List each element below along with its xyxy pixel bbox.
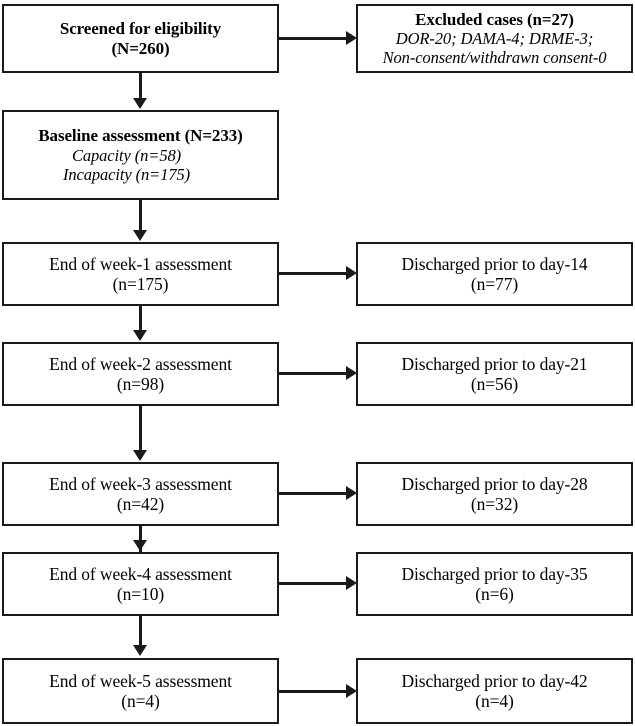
arrowhead-baseline-to-week-1 [133,230,147,241]
node-discharged-week-2: Discharged prior to day-21 (n=56) [356,342,633,406]
arrowhead-screened-to-baseline [133,98,147,109]
discharge-count-week-4: (n=6) [475,584,514,604]
discharge-count-week-3: (n=32) [470,494,519,514]
node-assessment-week-1: End of week-1 assessment (n=175) [2,242,279,306]
connector-baseline-to-week-1 [139,200,142,231]
assessment-count-week-2: (n=98) [116,374,165,394]
connector-screened-to-excluded [278,37,348,40]
node-baseline-line-1: Baseline assessment (N=233) [38,126,243,146]
node-excluded-cases: Excluded cases (n=27) DOR-20; DAMA-4; DR… [356,4,633,73]
arrowhead-week-3-to-discharge [346,486,357,500]
node-excluded-line-3: Non-consent/withdrawn consent-0 [382,48,607,68]
node-excluded-line-2: DOR-20; DAMA-4; DRME-3; [395,29,594,49]
arrowhead-week-2-to-week-3 [133,450,147,461]
connector-screened-to-baseline [139,73,142,99]
assessment-count-week-3: (n=42) [116,494,165,514]
discharge-label-week-2: Discharged prior to day-21 [401,353,588,374]
discharge-label-week-1: Discharged prior to day-14 [401,253,588,274]
node-baseline-line-2: Capacity (n=58) [71,145,182,165]
assessment-label-week-4: End of week-4 assessment [49,563,232,584]
discharge-label-week-3: Discharged prior to day-28 [401,473,588,494]
connector-week-4-to-discharge [278,582,348,585]
node-assessment-week-3: End of week-3 assessment (n=42) [2,462,279,526]
discharge-count-week-2: (n=56) [470,374,519,394]
connector-week-2-to-week-3 [139,406,142,451]
connector-week-2-to-discharge [278,372,348,375]
node-baseline-line-3: Incapacity (n=175) [62,164,191,184]
assessment-count-week-1: (n=175) [112,274,169,294]
assessment-count-week-5: (n=4) [121,691,160,711]
connector-week-1-to-week-2 [139,306,142,331]
node-excluded-line-1: Excluded cases (n=27) [415,9,574,29]
node-baseline-assessment: Baseline assessment (N=233) Capacity (n=… [2,110,279,200]
arrowhead-week-5-to-discharge [346,684,357,698]
assessment-label-week-2: End of week-2 assessment [49,353,232,374]
arrowhead-screened-to-excluded [346,31,357,45]
connector-week-3-to-discharge [278,492,348,495]
discharge-count-week-1: (n=77) [470,274,519,294]
assessment-count-week-4: (n=10) [116,584,165,604]
arrowhead-week-3-to-week-4 [133,540,147,551]
arrowhead-week-4-to-discharge [346,576,357,590]
connector-week-4-to-week-5 [139,616,142,646]
node-assessment-week-4: End of week-4 assessment (n=10) [2,552,279,616]
discharge-label-week-5: Discharged prior to day-42 [401,670,588,691]
node-screened-line-2: (N=260) [111,38,170,58]
node-assessment-week-5: End of week-5 assessment (n=4) [2,658,279,724]
node-screened-for-eligibility: Screened for eligibility (N=260) [2,4,279,73]
connector-week-3-to-week-4 [139,526,142,552]
node-assessment-week-2: End of week-2 assessment (n=98) [2,342,279,406]
arrowhead-week-1-to-week-2 [133,330,147,341]
node-discharged-week-5: Discharged prior to day-42 (n=4) [356,658,633,724]
assessment-label-week-3: End of week-3 assessment [49,473,232,494]
discharge-count-week-5: (n=4) [475,691,514,711]
assessment-label-week-1: End of week-1 assessment [49,253,232,274]
discharge-label-week-4: Discharged prior to day-35 [401,563,588,584]
connector-week-1-to-discharge [278,272,348,275]
assessment-label-week-5: End of week-5 assessment [49,670,232,691]
arrowhead-week-2-to-discharge [346,366,357,380]
arrowhead-week-1-to-discharge [346,266,357,280]
node-discharged-week-3: Discharged prior to day-28 (n=32) [356,462,633,526]
node-discharged-week-1: Discharged prior to day-14 (n=77) [356,242,633,306]
connector-week-5-to-discharge [278,690,348,693]
node-screened-line-1: Screened for eligibility [59,18,222,38]
arrowhead-week-4-to-week-5 [133,645,147,656]
node-discharged-week-4: Discharged prior to day-35 (n=6) [356,552,633,616]
